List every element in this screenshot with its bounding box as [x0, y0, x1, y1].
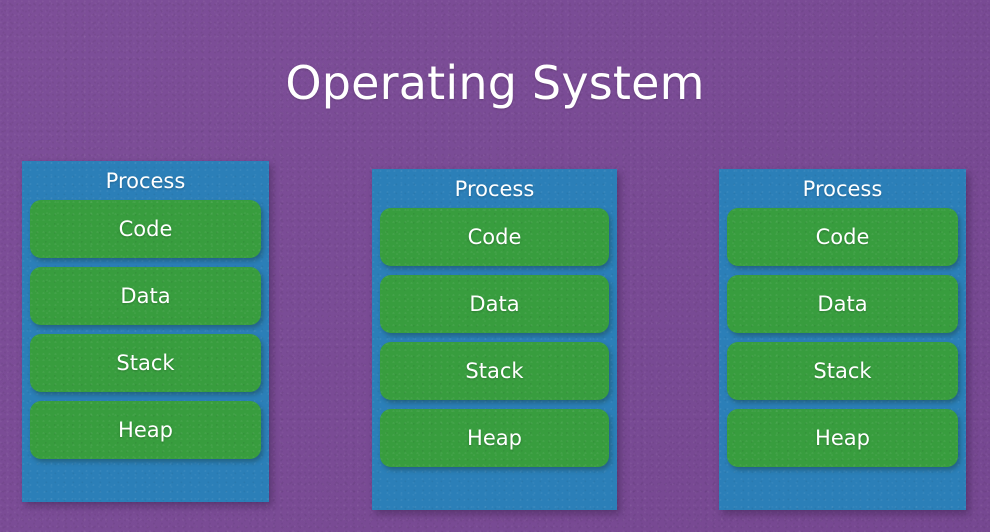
- process-box-3[interactable]: Process Code Data Stack Heap: [719, 169, 966, 510]
- process-segments: Code Data Stack Heap: [719, 208, 966, 510]
- process-box-2[interactable]: Process Code Data Stack Heap: [372, 169, 617, 510]
- segment-heap[interactable]: Heap: [380, 409, 609, 467]
- segment-heap[interactable]: Heap: [30, 401, 261, 459]
- segment-stack[interactable]: Stack: [380, 342, 609, 400]
- process-box-1[interactable]: Process Code Data Stack Heap: [22, 161, 269, 502]
- segment-code[interactable]: Code: [727, 208, 958, 266]
- segment-code[interactable]: Code: [30, 200, 261, 258]
- segment-data[interactable]: Data: [727, 275, 958, 333]
- process-segments: Code Data Stack Heap: [22, 200, 269, 502]
- segment-stack[interactable]: Stack: [30, 334, 261, 392]
- process-title: Process: [802, 177, 883, 201]
- segment-data[interactable]: Data: [380, 275, 609, 333]
- segment-code[interactable]: Code: [380, 208, 609, 266]
- page-title: Operating System: [285, 56, 705, 110]
- segment-stack[interactable]: Stack: [727, 342, 958, 400]
- process-segments: Code Data Stack Heap: [372, 208, 617, 510]
- process-title: Process: [105, 169, 186, 193]
- segment-heap[interactable]: Heap: [727, 409, 958, 467]
- segment-data[interactable]: Data: [30, 267, 261, 325]
- process-title: Process: [454, 177, 535, 201]
